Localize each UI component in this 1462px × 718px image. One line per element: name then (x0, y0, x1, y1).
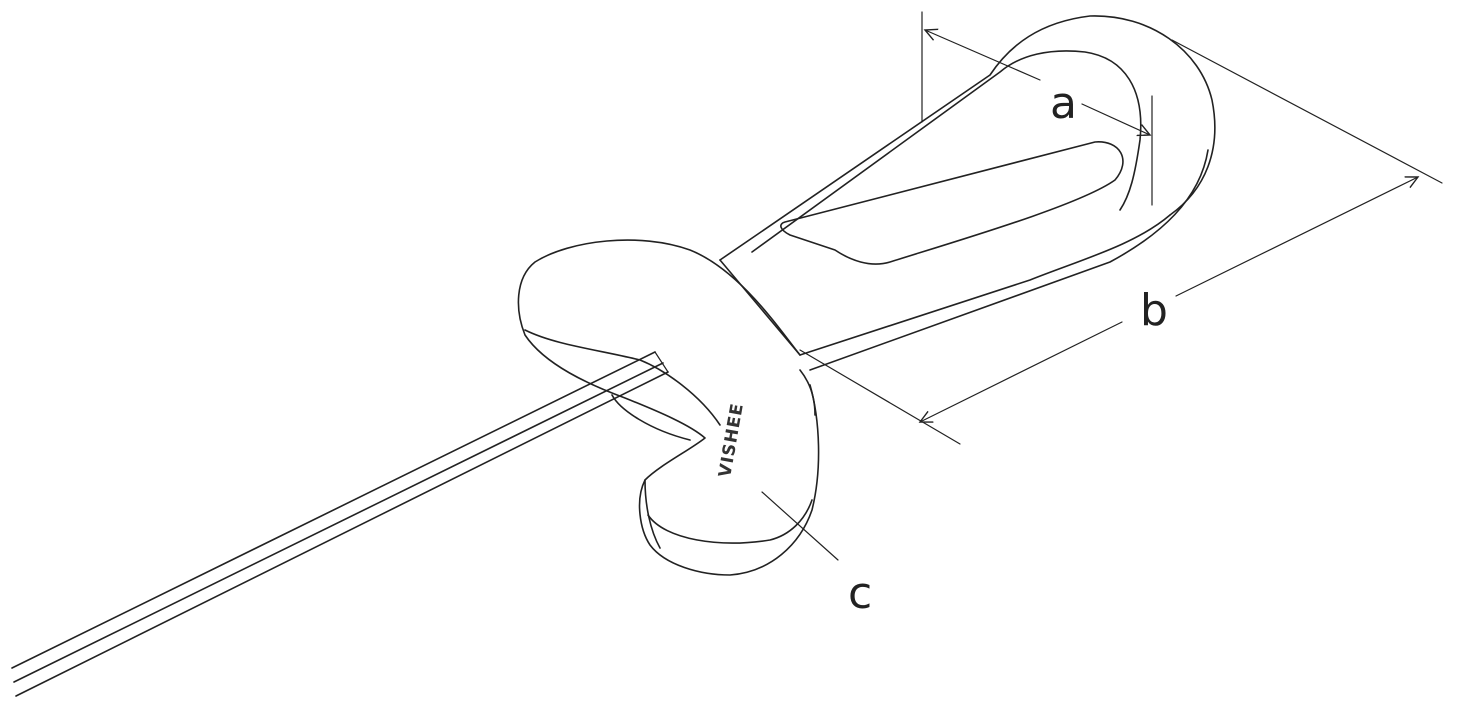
handle-grip (719, 15, 1216, 371)
logo: VISHEE (715, 401, 748, 479)
label-c: c (848, 568, 872, 619)
dimension-b: b (799, 39, 1443, 445)
label-a: a (1050, 78, 1077, 129)
dimension-a: a (921, 11, 1153, 206)
leader-c: c (761, 491, 872, 619)
shaft (11, 351, 669, 697)
label-b: b (1140, 285, 1168, 336)
logo-text: VISHEE (715, 401, 748, 479)
handle-guard (517, 239, 820, 576)
